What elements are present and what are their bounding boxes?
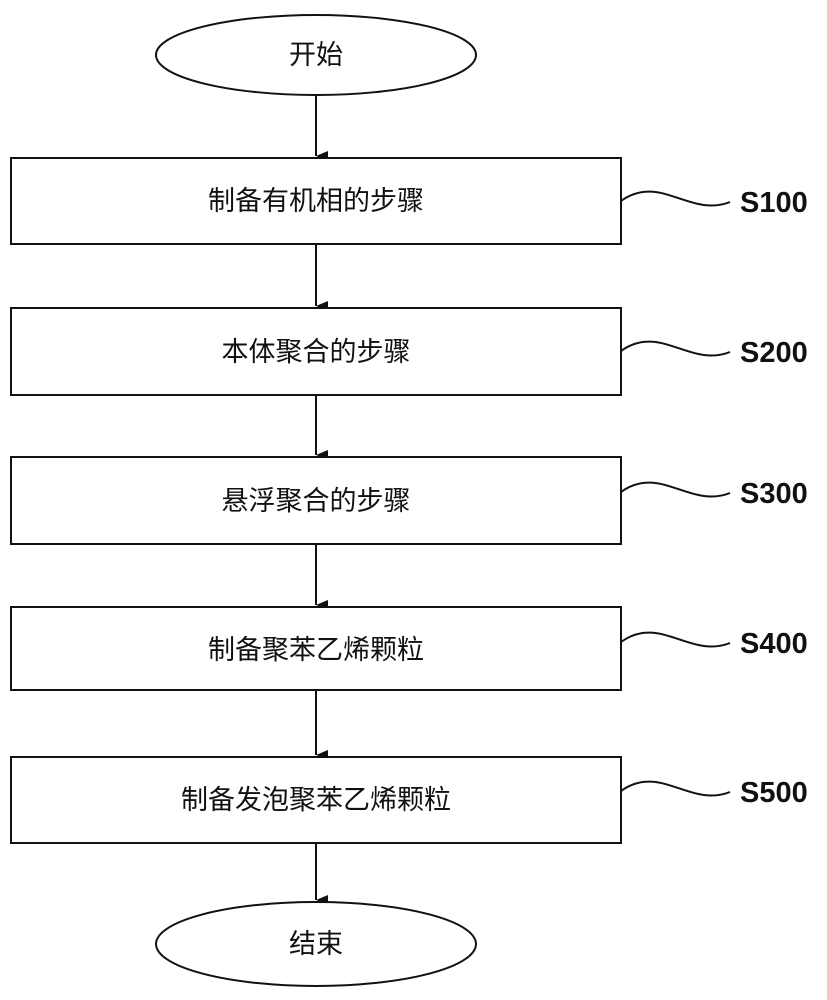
step-leader: [620, 481, 731, 498]
step-s100: 制备有机相的步骤 S100: [10, 157, 808, 245]
step-box: [10, 756, 622, 844]
step-text: 本体聚合的步骤: [222, 337, 411, 368]
step-s300: 悬浮聚合的步骤 S300: [10, 456, 808, 545]
step-leader: [620, 631, 731, 648]
step-leader: [620, 190, 731, 207]
end-label: 结束: [289, 929, 343, 960]
step-text: 制备有机相的步骤: [208, 186, 424, 217]
step-label: S300: [740, 478, 808, 510]
step-label: S500: [740, 777, 808, 809]
step-label: S400: [740, 628, 808, 660]
step-s500: 制备发泡聚苯乙烯颗粒 S500: [10, 756, 808, 844]
step-box: [10, 307, 622, 396]
step-box: [10, 606, 622, 691]
step-label: S200: [740, 337, 808, 369]
end-terminal: 结束: [155, 901, 477, 987]
step-leader: [620, 340, 731, 357]
start-terminal: 开始: [155, 14, 477, 96]
step-s400: 制备聚苯乙烯颗粒 S400: [10, 606, 808, 691]
step-leader: [620, 780, 731, 797]
step-s200: 本体聚合的步骤 S200: [10, 307, 808, 396]
step-text: 悬浮聚合的步骤: [222, 486, 411, 517]
step-box: [10, 456, 622, 545]
step-text: 制备发泡聚苯乙烯颗粒: [181, 785, 451, 816]
step-text: 制备聚苯乙烯颗粒: [208, 635, 424, 666]
end-ellipse: [155, 901, 477, 987]
start-label: 开始: [289, 40, 343, 71]
step-label: S100: [740, 187, 808, 219]
